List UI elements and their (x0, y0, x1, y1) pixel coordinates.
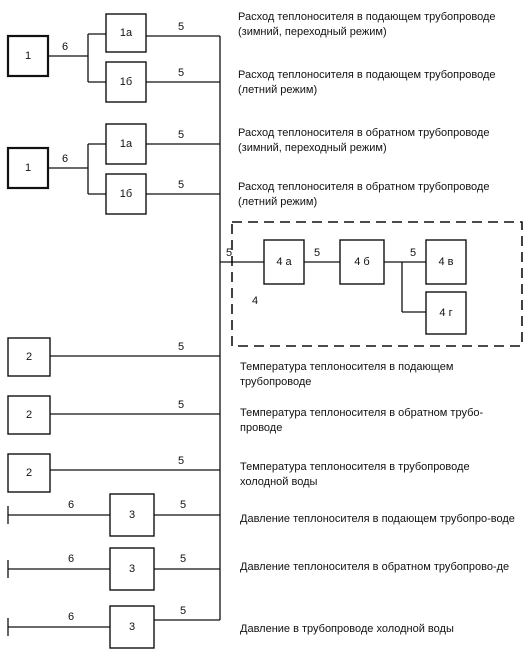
box-2-3-label: 2 (26, 467, 32, 479)
line-label-5: 5 (180, 499, 186, 511)
desc-pressure-return: Давление теплоносителя в обратном трубоп… (240, 561, 510, 573)
desc-flow-supply-winter: Расход теплоносителя в подающем трубопро… (238, 11, 496, 38)
box-1b-top (105, 61, 147, 103)
box-1a-mid (105, 123, 147, 165)
box-1-mid-label: 1 (25, 162, 31, 174)
line-label-6: 6 (68, 499, 74, 511)
line-label-5: 5 (178, 455, 184, 467)
line-label-6: 6 (62, 153, 68, 165)
box-4g (425, 291, 467, 335)
box-4a-label: 4 а (276, 256, 292, 268)
line-label-5: 5 (226, 247, 232, 259)
desc-flow-return-summer: Расход теплоносителя в обратном трубопро… (238, 181, 490, 208)
line-label-5: 5 (314, 247, 320, 259)
box-3-2 (109, 547, 155, 591)
line-label-5: 5 (178, 179, 184, 191)
line-label-6: 6 (68, 611, 74, 623)
line-label-5: 5 (178, 341, 184, 353)
box-4g-label: 4 г (439, 307, 452, 319)
box-2-1-label: 2 (26, 351, 32, 363)
box-3-3 (109, 605, 155, 649)
box-2-1 (7, 337, 51, 377)
box-2-2 (7, 395, 51, 435)
desc-flow-supply-summer: Расход теплоносителя в подающем трубопро… (238, 69, 496, 96)
desc-temp-cold-water: Температура теплоносителя в трубопроводе… (240, 461, 470, 488)
box-3-1-label: 3 (129, 509, 135, 521)
desc-pressure-supply: Давление теплоносителя в подающем трубоп… (240, 513, 515, 525)
line-label-5: 5 (178, 67, 184, 79)
box-1a-top (105, 13, 147, 53)
line-label-5: 5 (178, 129, 184, 141)
box-1-top-label: 1 (25, 50, 31, 62)
line-label-5: 5 (180, 605, 186, 617)
box-2-2-label: 2 (26, 409, 32, 421)
box-1b-mid-label: 1б (120, 188, 132, 200)
box-1a-top-label: 1а (120, 27, 133, 39)
line-label-5: 5 (178, 21, 184, 33)
line-label-5: 5 (180, 553, 186, 565)
desc-pressure-cold-water: Давление в трубопроводе холодной воды (240, 623, 454, 635)
box-1b-mid (105, 173, 147, 215)
box-1a-mid-label: 1а (120, 138, 133, 150)
box-4b-label: 4 б (354, 256, 369, 268)
box-4v-label: 4 в (438, 256, 453, 268)
desc-temp-supply: Температура теплоносителя в подающем тру… (240, 361, 454, 388)
box-1-mid (6, 146, 50, 190)
group-4-frame (231, 221, 523, 347)
box-1b-top-label: 1б (120, 76, 132, 88)
desc-temp-return: Температура теплоносителя в обратном тру… (240, 407, 484, 434)
line-label-5: 5 (178, 399, 184, 411)
line-label-6: 6 (62, 41, 68, 53)
line-label-6: 6 (68, 553, 74, 565)
box-4v (425, 239, 467, 285)
desc-flow-return-winter: Расход теплоносителя в обратном трубопро… (238, 127, 490, 154)
box-3-2-label: 3 (129, 563, 135, 575)
box-4a (263, 239, 305, 285)
box-2-3 (7, 453, 51, 493)
group-4-label: 4 (252, 295, 258, 307)
line-label-5: 5 (410, 247, 416, 259)
box-3-3-label: 3 (129, 621, 135, 633)
